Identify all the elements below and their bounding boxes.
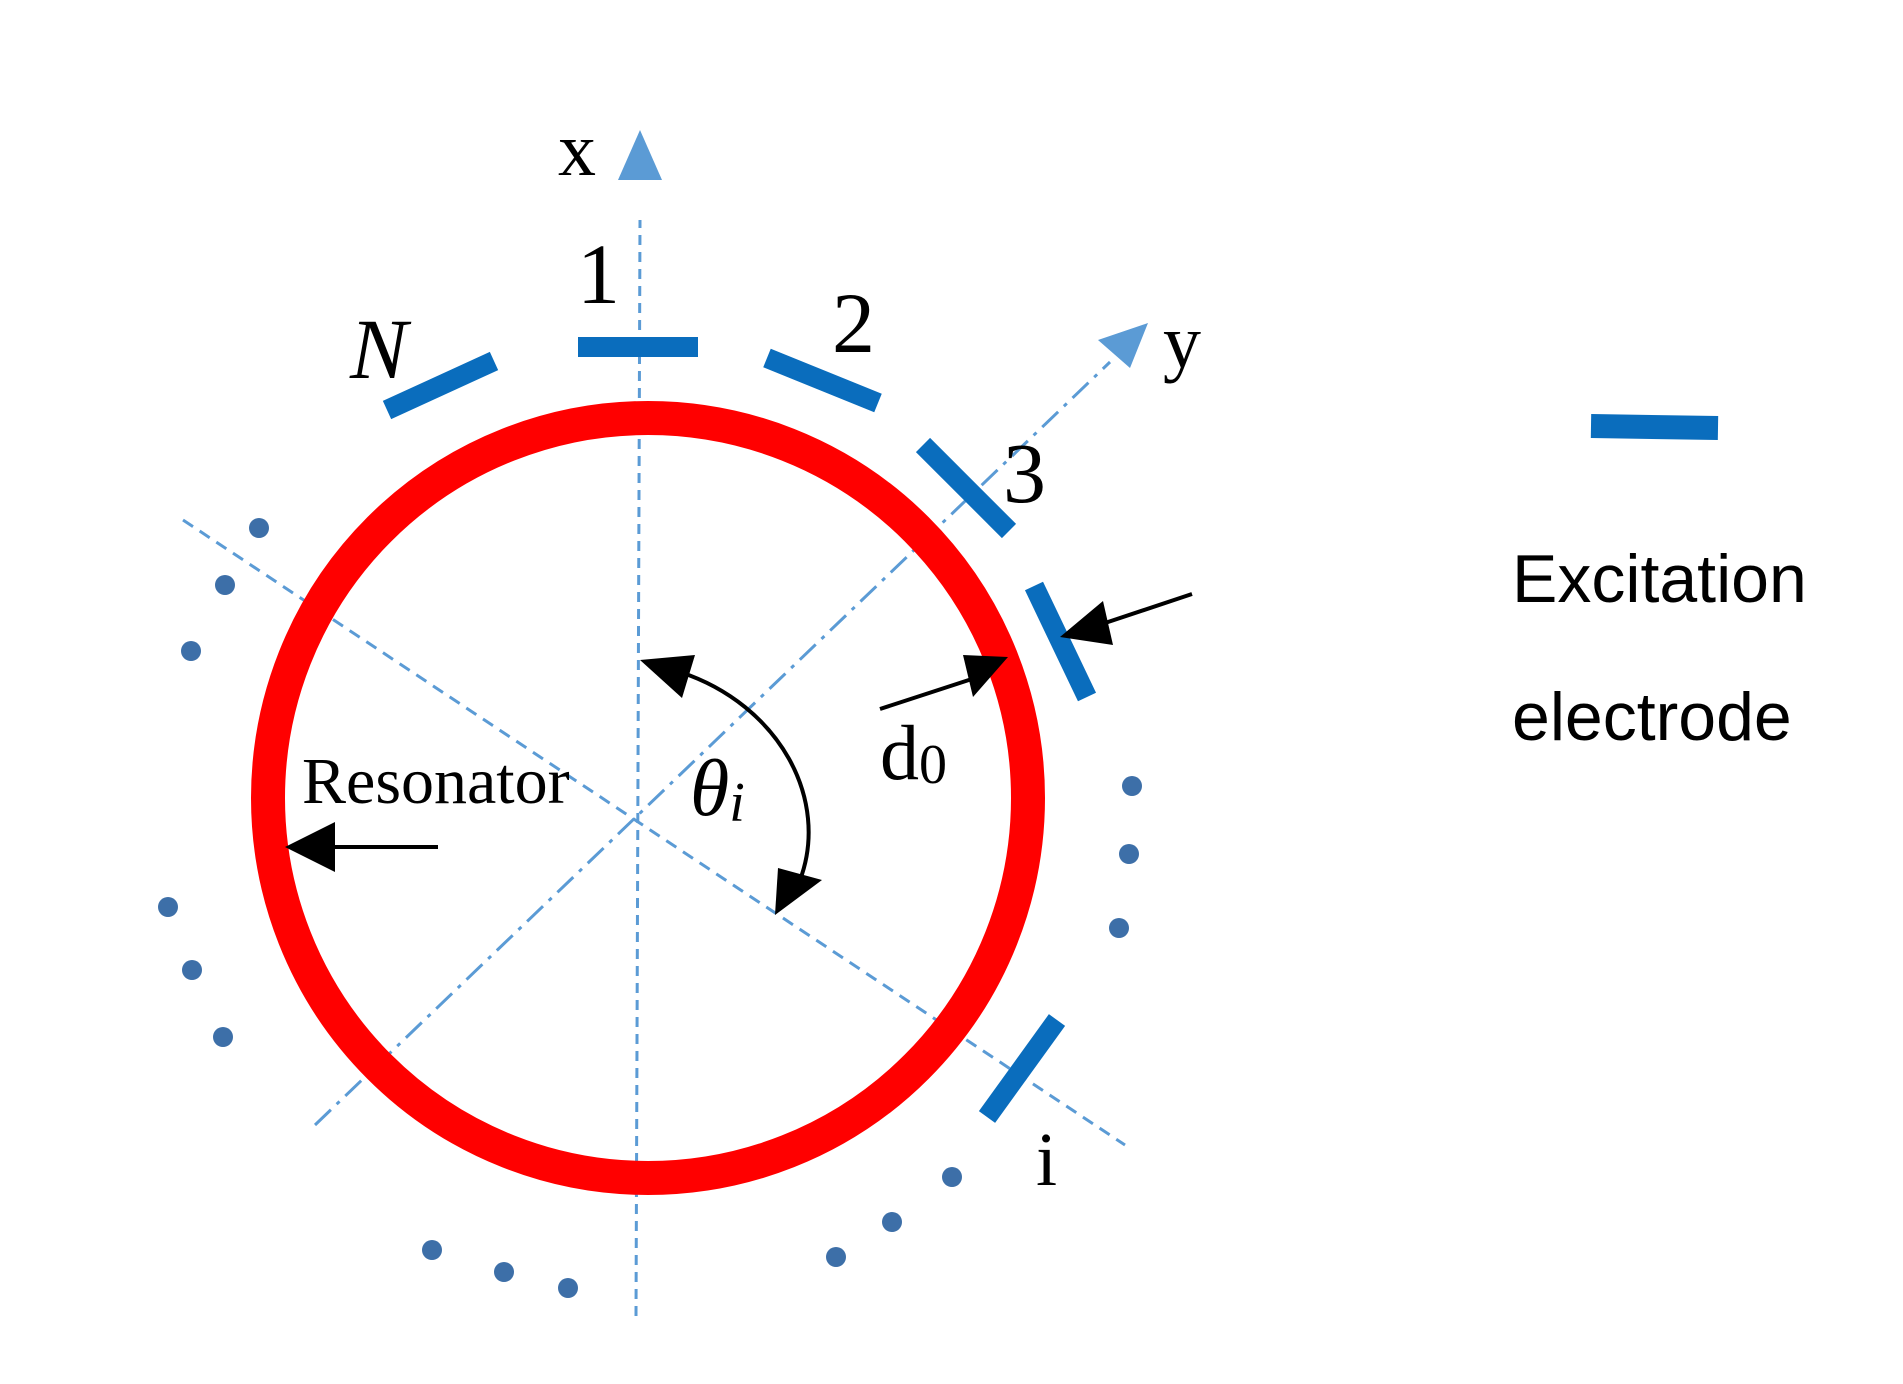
dot-icon <box>882 1212 902 1232</box>
x-axis-arrowhead <box>618 130 662 180</box>
resonator-pointer <box>285 822 438 872</box>
dot-icon <box>942 1167 962 1187</box>
electrode-1-label: 1 <box>577 226 620 322</box>
legend: Excitation electrode <box>1512 414 1807 755</box>
axis-x-label: x <box>558 108 596 192</box>
y-axis-line <box>313 360 1112 1127</box>
dot-icon <box>215 575 235 595</box>
gap-label: d0 <box>880 709 947 796</box>
gap-arrow-upper-line <box>1104 592 1193 625</box>
dot-icon <box>249 518 269 538</box>
electrode-3 <box>915 437 1017 539</box>
electrode-i-line <box>182 518 1126 1147</box>
construction-lines <box>182 219 1126 1317</box>
gap-label-main: d <box>880 709 919 796</box>
angle-arrowhead-top-icon <box>640 655 695 698</box>
dot-icon <box>422 1240 442 1260</box>
dot-icon <box>1122 776 1142 796</box>
electrodes <box>382 337 1097 1123</box>
angle-arrowhead-bottom-icon <box>775 868 822 915</box>
electrode-n-label: N <box>349 301 412 397</box>
axis-y-label: y <box>1163 300 1201 384</box>
gap-arrow-upper-head-icon <box>1060 601 1113 645</box>
electrode-side <box>1024 581 1097 702</box>
dot-icon <box>826 1247 846 1267</box>
dot-icon <box>158 897 178 917</box>
gap-arrow-lower-head-icon <box>963 655 1008 697</box>
angle-arc <box>640 655 822 915</box>
gap-arrow-lower-line <box>879 676 976 711</box>
gap-arrows <box>879 592 1193 711</box>
dot-icon <box>213 1027 233 1047</box>
electrode-i <box>978 1014 1066 1123</box>
electrode-3-label: 3 <box>1003 425 1046 521</box>
dot-icon <box>1109 918 1129 938</box>
resonator-ring <box>251 401 1045 1195</box>
electrode-2-label: 2 <box>832 275 875 371</box>
legend-line-1: Excitation <box>1512 541 1807 617</box>
y-axis-arrowhead <box>1098 323 1148 368</box>
dot-icon <box>494 1262 514 1282</box>
resonator-pointer-head-icon <box>285 822 335 872</box>
dot-icon <box>1119 844 1139 864</box>
dot-icon <box>558 1278 578 1298</box>
electrode-n <box>382 351 499 420</box>
ellipsis-dots <box>158 518 1142 1298</box>
angle-label-subscript: i <box>729 772 745 834</box>
x-axis-line <box>634 219 642 1317</box>
dot-icon <box>182 960 202 980</box>
angle-label: θi <box>690 745 745 834</box>
angle-arc-path <box>679 670 811 881</box>
gap-label-subscript: 0 <box>919 734 947 796</box>
legend-line-2: electrode <box>1512 679 1792 755</box>
angle-label-main: θ <box>690 745 729 833</box>
resonator-label: Resonator <box>302 745 570 818</box>
electrode-i-label: i <box>1036 1118 1057 1202</box>
dot-icon <box>181 641 201 661</box>
legend-electrode-swatch <box>1590 414 1719 440</box>
electrode-2 <box>763 348 882 413</box>
